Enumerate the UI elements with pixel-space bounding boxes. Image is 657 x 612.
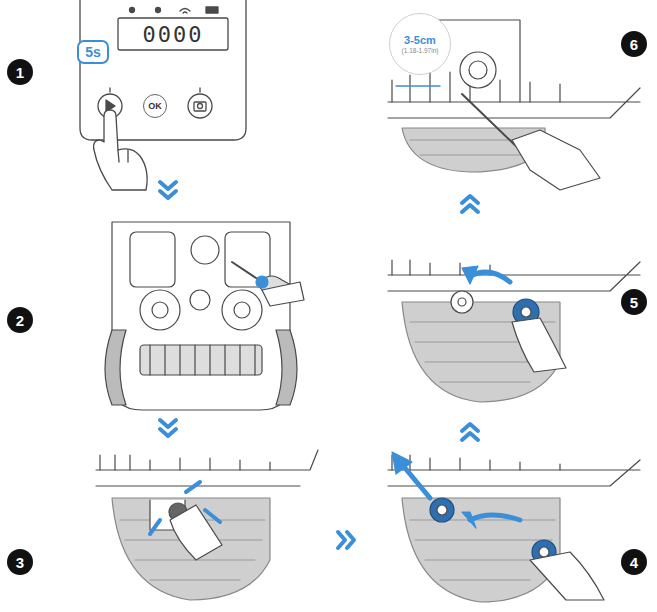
display-digits: 0000 xyxy=(143,22,204,47)
step-number: 1 xyxy=(7,59,33,85)
node-text: (1.18-1.97in) xyxy=(402,47,439,54)
robot-body xyxy=(112,222,290,410)
node-text: 6 xyxy=(630,36,638,53)
hand xyxy=(94,110,148,190)
hold-time-bubble: 5s xyxy=(77,40,109,64)
step-number: 6 xyxy=(621,31,647,57)
node-text: 5 xyxy=(630,294,638,311)
ok-button: OK xyxy=(143,94,167,118)
node-text: 5s xyxy=(85,44,101,60)
step-number: 4 xyxy=(621,549,647,575)
step-number: 3 xyxy=(7,549,33,575)
chassis-edge xyxy=(96,450,318,486)
step-number: 5 xyxy=(621,289,647,315)
display-frame xyxy=(118,18,228,50)
dimension-callout: 3-5cm(1.18-1.97in) xyxy=(389,13,451,75)
mode-button xyxy=(188,94,212,118)
node-text: 4 xyxy=(630,554,638,571)
node-text: 1 xyxy=(16,64,24,81)
node-text: 3-5cm xyxy=(404,34,436,46)
node-text: OK xyxy=(148,101,162,111)
display-digits: 0000 xyxy=(143,22,204,47)
step-number: 2 xyxy=(7,307,33,333)
node-text: 2 xyxy=(16,312,24,329)
node-text: 3 xyxy=(16,554,24,571)
